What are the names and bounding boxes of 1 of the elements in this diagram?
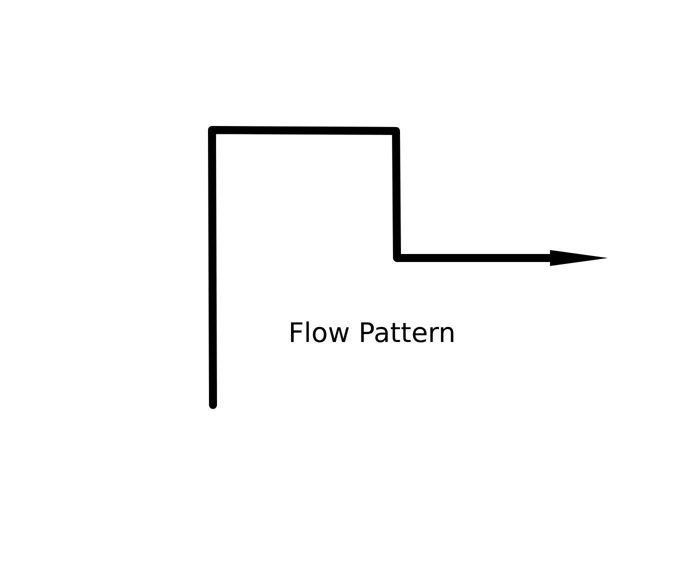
diagram-label: Flow Pattern bbox=[287, 318, 457, 349]
